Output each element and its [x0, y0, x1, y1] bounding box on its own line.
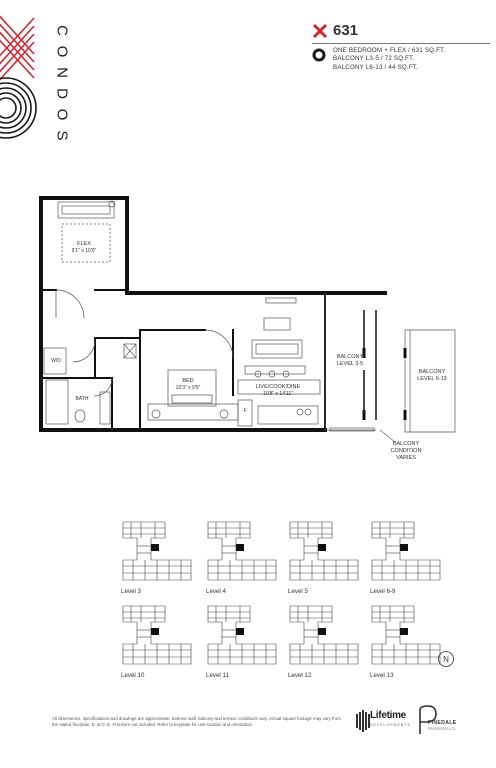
key-plan-unit-highlight [151, 544, 159, 551]
brand-letter: O [53, 108, 71, 121]
live-label: LIVE/COOK/DINE [256, 384, 301, 390]
builder-pinedale: PINEDALE [428, 720, 457, 726]
o-rings-icon [0, 77, 37, 139]
x-mark-icon [312, 23, 328, 39]
live-dims: 10'8" x 14'11" [263, 391, 293, 397]
key-plan-unit-highlight [151, 628, 159, 635]
brand-wordmark: C O N D O S [52, 20, 72, 146]
svg-text:N: N [443, 655, 449, 664]
disclaimer-text: All dimensions, specifications and drawi… [52, 716, 341, 727]
balcony-high-label: BALCONY [419, 369, 446, 375]
bed-label: BED [182, 378, 193, 384]
brand-letter: S [53, 130, 71, 141]
builder-lifetime: Lifetime [370, 710, 406, 721]
flex-dims: 9'1" x 10'9" [72, 248, 97, 254]
floor-plan: FLEX 9'1" x 10'9" BED 10'3" x 9'5" LIVE/… [39, 196, 456, 461]
key-plan-level-label: Level 5 [288, 588, 308, 595]
lifetime-logo-icon [356, 710, 370, 732]
north-compass-icon: N [438, 651, 454, 667]
unit-desc-line: ONE BEDROOM + FLEX / 631 SQ.FT. [333, 47, 446, 54]
header-divider [312, 43, 490, 44]
living-furniture-icon [237, 297, 321, 427]
builder-pinedale-sub: PROPERTIES LTD. [428, 727, 457, 731]
key-plan-unit-highlight [400, 628, 408, 635]
key-plan-thumbnail [207, 521, 277, 581]
key-plan-unit-highlight [318, 544, 326, 551]
bed-dims: 10'3" x 9'5" [176, 385, 201, 391]
unit-desc-line: BALCONY L3-5 / 72 SQ.FT. [333, 55, 415, 63]
key-plan-unit-highlight [236, 544, 244, 551]
fridge-label: F [243, 408, 246, 414]
bath-label: BATH [76, 396, 89, 402]
key-plan-thumbnail [289, 521, 359, 581]
key-plan-thumbnail [289, 605, 359, 665]
brand-letter: O [53, 45, 71, 58]
pinedale-logo-icon [419, 705, 437, 734]
flex-label: FLEX [77, 241, 91, 247]
xo-condos-logo [0, 15, 37, 139]
key-plan-level-label: Level 11 [206, 672, 229, 679]
balcony-note-2: CONDITION [391, 448, 422, 454]
key-plan-thumbnail [122, 605, 192, 665]
key-plan-unit-highlight [318, 628, 326, 635]
key-plan-unit-highlight [236, 628, 244, 635]
unit-number: 631 [333, 22, 359, 39]
balcony-low-level: LEVEL 3-5 [337, 361, 363, 367]
brand-letter: D [53, 88, 71, 99]
balcony-note-1: BALCONY [393, 441, 420, 447]
unit-description: ONE BEDROOM + FLEX / 631 SQ.FT. BALCONY … [333, 47, 445, 72]
balcony-high-level: LEVEL 6-13 [417, 376, 446, 382]
key-plan-level-label: Level 12 [288, 672, 312, 679]
key-plan-level-label: Level 4 [206, 588, 226, 595]
x-lines-icon [0, 15, 35, 81]
unit-desc-line: BALCONY L6-13 / 44 SQ.FT. [333, 63, 419, 71]
balcony-note-3: VARIES [396, 455, 416, 461]
key-plan-level-label: Level 13 [370, 672, 394, 679]
brand-letter: N [53, 67, 71, 78]
flex-sofa-icon [57, 200, 116, 263]
balcony-low-label: BALCONY [337, 354, 364, 360]
key-plan-level-label: Level 6-9 [370, 588, 396, 595]
wd-label: W/D [51, 358, 61, 364]
key-plan-thumbnail [371, 521, 441, 581]
key-plan-thumbnail [207, 605, 277, 665]
key-plan-level-label: Level 10 [121, 672, 145, 679]
ring-icon [312, 48, 326, 62]
key-plan-thumbnail [122, 521, 192, 581]
brand-letter: C [53, 25, 71, 36]
key-plan-unit-highlight [400, 544, 408, 551]
builder-lifetime-sub: DEVELOPMENTS [370, 723, 411, 727]
key-plan-level-label: Level 3 [121, 588, 141, 595]
key-plan-thumbnail [371, 605, 441, 665]
